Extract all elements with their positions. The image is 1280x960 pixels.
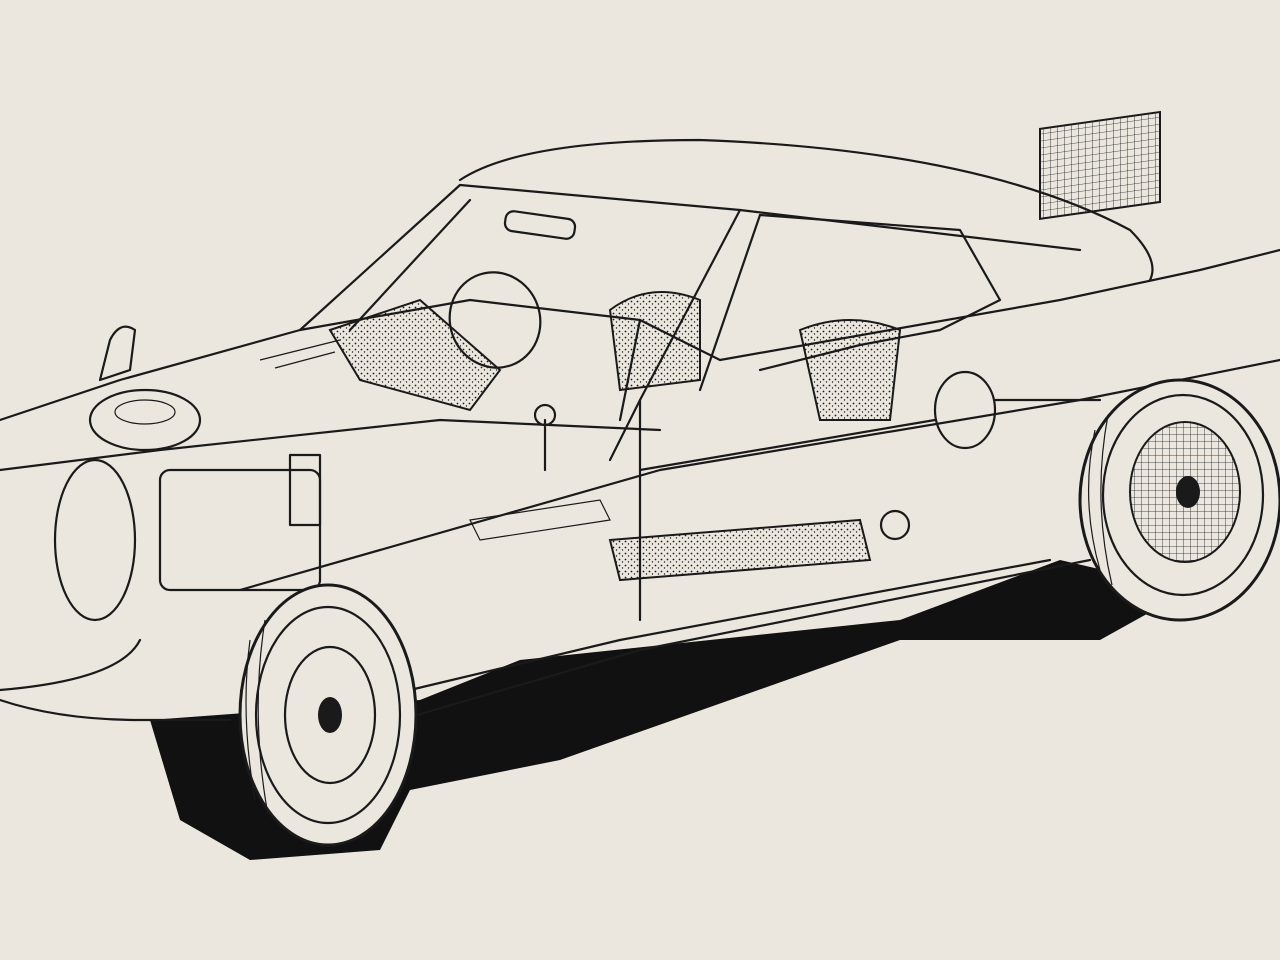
engine-assembly <box>53 325 611 622</box>
radiator-rear <box>1039 110 1161 220</box>
ground-shadow <box>150 560 1190 860</box>
side-mirror <box>98 325 137 382</box>
floor-seat-cushion <box>608 518 872 582</box>
seat-front <box>608 291 701 392</box>
gear-shifter <box>533 403 557 472</box>
air-cleaner <box>88 388 202 452</box>
car-cabin <box>298 110 1161 622</box>
fan <box>53 458 137 622</box>
dashboard <box>328 298 502 412</box>
rear-wheel <box>1078 378 1280 622</box>
rear-view-mirror <box>503 210 577 240</box>
seat-rear <box>798 319 902 421</box>
front-wheel <box>238 583 418 847</box>
rear-differential <box>638 370 1102 541</box>
